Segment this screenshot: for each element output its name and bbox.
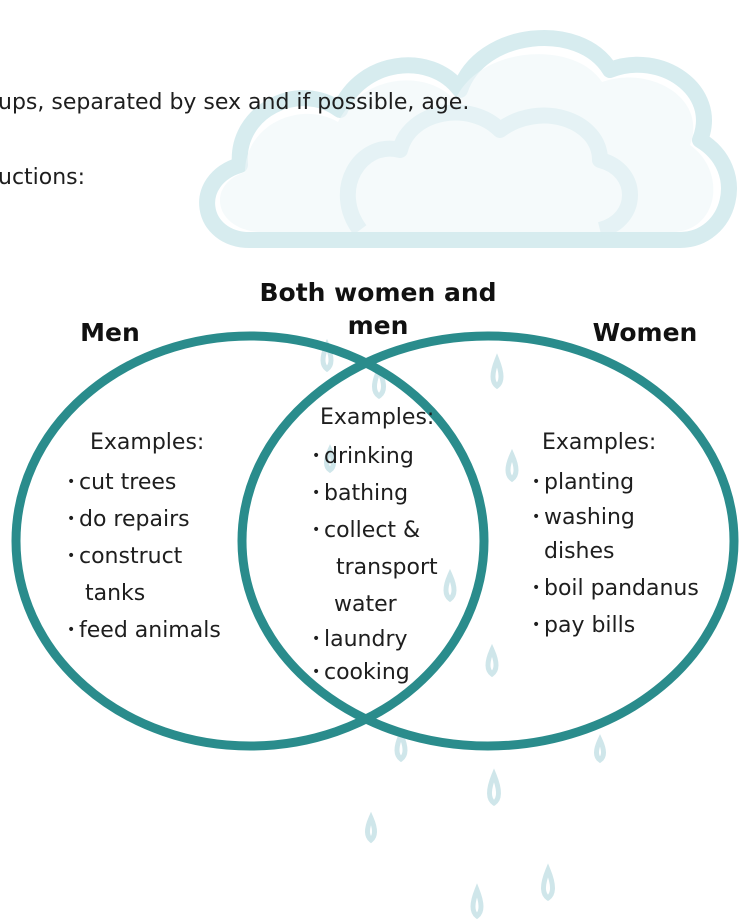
list-item: •construct [67,538,221,575]
bullet-icon: • [312,664,321,680]
women-circle [237,331,739,751]
men-heading: Men [80,318,140,347]
list-item: •pay bills [532,607,699,644]
cloud-fill [219,54,714,232]
bullet-icon: • [312,448,321,464]
list-item-label: cut trees [79,470,177,495]
list-item: •feed animals [67,612,221,649]
list-item: •planting [532,464,699,501]
list-item: •cooking [312,656,438,689]
bullet-icon: • [532,509,541,525]
list-item-label: transport [336,555,438,580]
men-examples-list: •cut trees •do repairs •construct tanks … [67,464,221,649]
list-item: transport [312,549,438,586]
list-item: •cut trees [67,464,221,501]
bullet-icon: • [312,631,321,647]
bullet-icon: • [67,474,76,490]
men-circle [11,331,489,751]
rain-drops [320,338,606,920]
center-examples-list: •drinking •bathing •collect & transport … [312,438,438,689]
list-item-label: do repairs [79,507,190,532]
list-item: •collect & [312,512,438,549]
list-item-label: pay bills [544,613,636,638]
bullet-icon: • [312,485,321,501]
bullet-icon: • [532,474,541,490]
center-examples-label: Examples: [320,405,435,430]
list-item-label: cooking [324,660,410,685]
list-item-label: collect & [324,518,421,543]
list-item-label: washing [544,505,635,530]
men-examples-label: Examples: [90,430,205,455]
bullet-icon: • [67,548,76,564]
list-item-label: boil pandanus [544,576,699,601]
list-item-label: bathing [324,481,409,506]
list-item: water [312,586,438,623]
list-item-label: laundry [324,627,408,652]
list-item-label: drinking [324,444,414,469]
list-item-label: dishes [544,539,615,564]
bullet-icon: • [312,522,321,538]
bullet-icon: • [67,622,76,638]
list-item: tanks [67,575,221,612]
list-item: •laundry [312,623,438,656]
bullet-icon: • [532,617,541,633]
women-examples-list: •planting •washing dishes •boil pandanus… [532,464,699,644]
list-item-label: planting [544,470,635,495]
list-item-label: tanks [85,581,146,606]
both-heading: Both women and men [259,278,497,340]
list-item-label: water [334,592,397,617]
list-item: •drinking [312,438,438,475]
women-examples-label: Examples: [542,430,657,455]
list-item-label: feed animals [79,618,221,643]
list-item: •washing [532,501,699,534]
intro-line-1: ups, separated by sex and if possible, a… [0,90,470,115]
list-item: •do repairs [67,501,221,538]
list-item: •boil pandanus [532,570,699,607]
intro-line-2: uctions: [0,165,86,190]
list-item: •bathing [312,475,438,512]
list-item-label: construct [79,544,183,569]
bullet-icon: • [532,580,541,596]
bullet-icon: • [67,511,76,527]
women-heading: Women [592,318,698,347]
list-item: dishes [532,534,699,570]
